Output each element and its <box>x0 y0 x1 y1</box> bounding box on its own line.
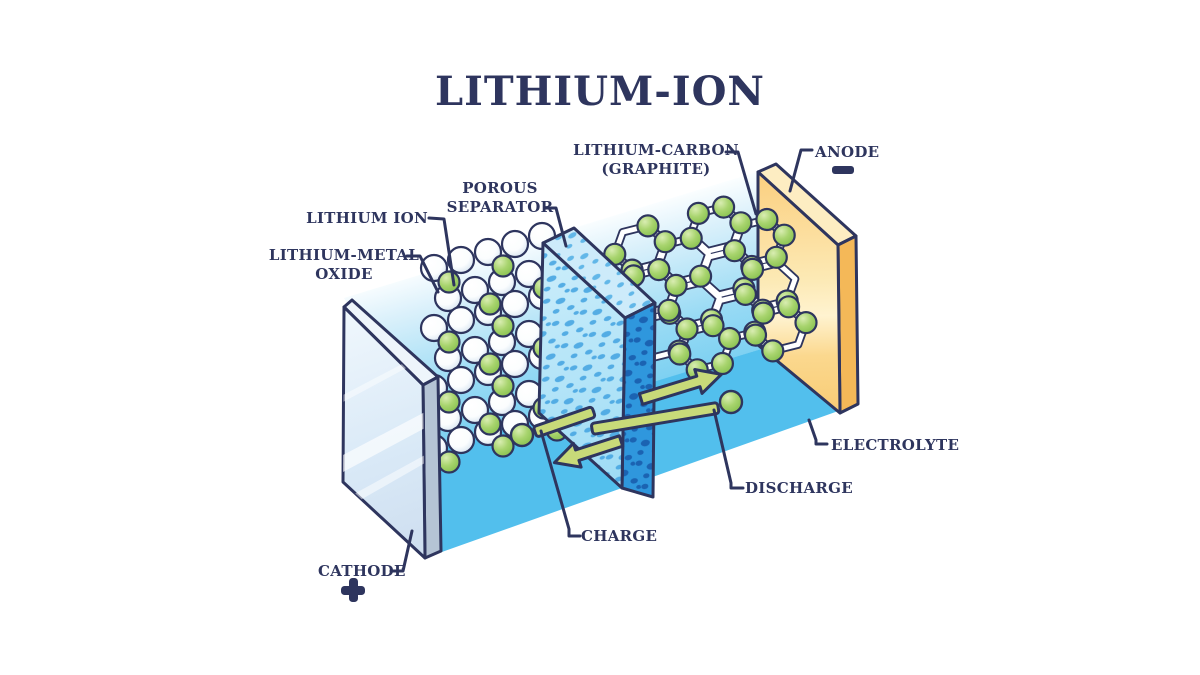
leader-anode <box>788 148 814 193</box>
discharge-arrow <box>637 368 723 406</box>
label-discharge: DISCHARGE <box>745 479 854 497</box>
cathode-plus-icon <box>341 578 365 602</box>
label-lithium-carbon-graphite: LITHIUM-CARBON (GRAPHITE) <box>573 141 739 179</box>
label-lithium-metal-oxide-line1: LITHIUM-METAL <box>268 246 420 264</box>
label-porous-separator-line2: SEPARATOR <box>446 198 554 216</box>
charge-arrow <box>552 434 625 469</box>
leader-porous-separator <box>543 206 568 248</box>
charge-ion-trail <box>532 405 597 438</box>
label-lithium-carbon-line1: LITHIUM-CARBON <box>573 141 739 159</box>
label-porous-separator-line1: POROUS <box>462 179 538 197</box>
anode-minus-icon <box>832 166 854 174</box>
page-title: LITHIUM-ION <box>435 68 765 115</box>
label-lithium-metal-oxide-line2: OXIDE <box>315 265 373 283</box>
arrows <box>509 368 744 469</box>
label-cathode: CATHODE <box>318 562 406 580</box>
leader-lithium-metal-oxide <box>405 254 440 294</box>
label-lithium-ion: LITHIUM ION <box>306 209 428 227</box>
leader-lithium-ion <box>427 216 456 287</box>
charge-ion <box>509 422 535 448</box>
leader-cathode <box>389 529 414 573</box>
discharge-ion-trail <box>590 401 721 436</box>
leader-lines <box>389 148 829 573</box>
label-porous-separator: POROUS SEPARATOR <box>447 179 554 217</box>
label-anode: ANODE <box>815 143 880 161</box>
label-charge: CHARGE <box>581 527 658 545</box>
separator-front-face <box>537 241 627 490</box>
leader-charge <box>539 429 582 538</box>
leader-discharge <box>712 408 745 490</box>
leader-electrolyte <box>807 418 829 446</box>
discharge-ion <box>718 389 744 415</box>
label-lithium-metal-oxide: LITHIUM-METAL OXIDE <box>269 246 419 284</box>
label-electrolyte: ELECTROLYTE <box>831 436 960 454</box>
label-lithium-carbon-line2: (GRAPHITE) <box>601 160 711 178</box>
leader-lithium-carbon <box>724 150 758 216</box>
